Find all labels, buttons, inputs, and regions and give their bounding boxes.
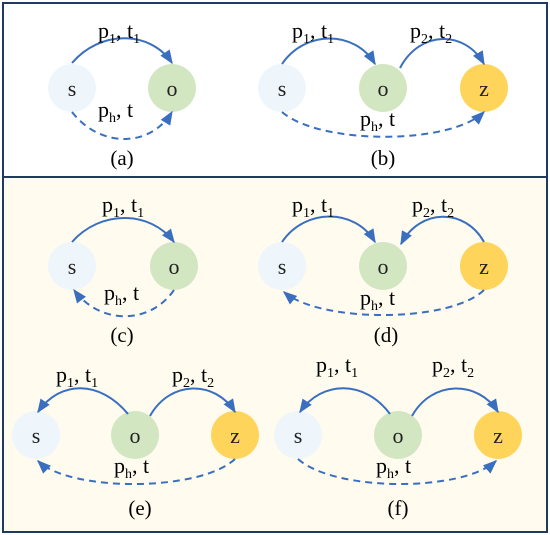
label-ph-t: ph, t	[360, 285, 395, 314]
edge-s-o-dashed	[71, 110, 173, 140]
label-p2-t2: p2, t2	[412, 192, 454, 221]
edge-s-o-solid	[281, 37, 376, 66]
node-o	[359, 242, 407, 290]
node-z-label: z	[479, 254, 489, 279]
node-o	[111, 411, 159, 459]
node-z	[460, 64, 508, 112]
node-o-label: o	[169, 254, 180, 279]
subfigure-e: s o z p1, t1 p2, t2 ph, t (e)	[12, 362, 259, 520]
node-s-label: s	[68, 76, 77, 101]
node-s	[48, 242, 96, 290]
node-s	[274, 411, 322, 459]
edge-s-o-solid	[71, 217, 175, 244]
edge-s-o-solid	[71, 37, 173, 65]
node-z-label: z	[493, 423, 503, 448]
subfigure-d: s o z p1, t1 p2, t2 ph, t (d)	[258, 192, 508, 347]
label-p1-t1: p1, t1	[316, 352, 358, 381]
subfigure-b: s o z p1, t1 p2, t2 ph, t (b)	[258, 18, 508, 170]
edge-o-z-solid	[399, 38, 485, 69]
node-o	[374, 411, 422, 459]
caption-f: (f)	[388, 496, 409, 520]
label-p1-t1: p1, t1	[102, 192, 144, 221]
caption-e: (e)	[128, 496, 151, 520]
label-p2-t2: p2, t2	[172, 362, 214, 391]
node-z	[474, 411, 522, 459]
node-o-label: o	[378, 254, 389, 279]
label-ph-t: ph, t	[104, 280, 139, 309]
node-z	[460, 242, 508, 290]
node-s-label: s	[294, 423, 303, 448]
node-z-label: z	[479, 76, 489, 101]
edge-z-o-solid	[400, 215, 485, 246]
label-ph-t: ph, t	[360, 106, 395, 135]
label-ph-t: ph, t	[376, 453, 411, 482]
node-s	[12, 411, 60, 459]
node-o	[359, 64, 407, 112]
subfigure-c: s o p1, t1 ph, t (c)	[48, 192, 198, 347]
edge-o-s-solid	[299, 387, 391, 415]
edge-o-z-solid	[149, 387, 236, 417]
node-z	[211, 411, 259, 459]
node-o-label: o	[393, 423, 404, 448]
node-s-label: s	[32, 423, 41, 448]
node-s-label: s	[278, 254, 287, 279]
node-o-label: o	[378, 76, 389, 101]
node-o	[148, 64, 196, 112]
caption-a: (a)	[110, 146, 133, 170]
node-s-label: s	[278, 76, 287, 101]
edge-o-z-solid	[411, 387, 499, 417]
caption-b: (b)	[371, 146, 396, 170]
label-p1-t1: p1, t1	[98, 18, 140, 47]
label-ph-t: ph, t	[98, 97, 133, 126]
node-s-label: s	[68, 254, 77, 279]
edge-s-o-solid	[281, 215, 376, 244]
label-p1-t1: p1, t1	[292, 192, 334, 221]
label-p1-t1: p1, t1	[292, 18, 334, 47]
node-o-label: o	[167, 76, 178, 101]
subfigure-f: s o z p1, t1 p2, t2 ph, t (f)	[274, 352, 522, 520]
node-o	[150, 242, 198, 290]
node-o-label: o	[130, 423, 141, 448]
label-p2-t2: p2, t2	[410, 18, 452, 47]
edge-o-s-dashed	[73, 288, 175, 318]
node-s	[48, 64, 96, 112]
subfigure-a: s o p1, t1 ph, t (a)	[48, 18, 196, 170]
node-z-label: z	[230, 423, 240, 448]
label-p1-t1: p1, t1	[56, 362, 98, 391]
label-p2-t2: p2, t2	[432, 352, 474, 381]
node-s	[258, 242, 306, 290]
node-s	[258, 64, 306, 112]
edge-o-s-solid	[37, 387, 129, 415]
bottom-panel	[2, 176, 548, 533]
label-ph-t: ph, t	[114, 453, 149, 482]
caption-c: (c)	[110, 323, 133, 347]
caption-d: (d)	[374, 323, 399, 347]
